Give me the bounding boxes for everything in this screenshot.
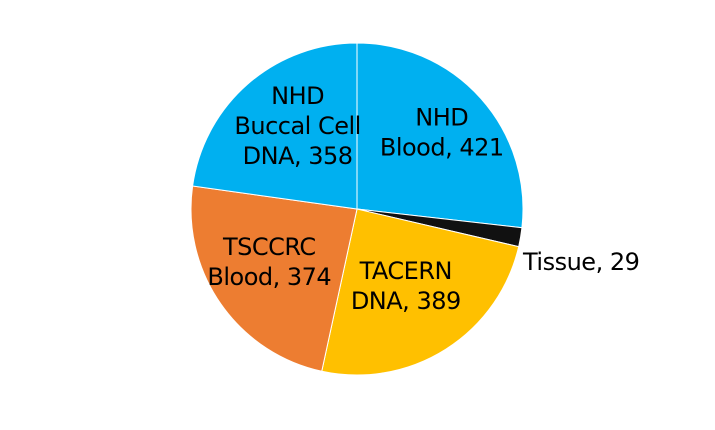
- pie-label-line: TACERN: [359, 257, 452, 285]
- pie-slices: [190, 42, 524, 376]
- pie-label-line: DNA, 389: [351, 287, 461, 315]
- pie-label-line: Tissue, 29: [522, 248, 639, 276]
- pie-label-line: Blood, 374: [207, 263, 331, 291]
- pie-label-line: Blood, 421: [380, 133, 504, 161]
- pie-label-line: NHD: [415, 103, 468, 131]
- pie-label-line: TSCCRC: [222, 233, 316, 261]
- pie-slice-tsccrc-blood: [190, 185, 358, 372]
- pie-label-line: Buccal Cell: [234, 112, 360, 140]
- pie-slice-nhd-blood: [356, 42, 524, 229]
- pie-slice-tacern-dna: [321, 208, 520, 376]
- pie-label-line: DNA, 358: [243, 142, 353, 170]
- pie-slice-nhd-buccal-cell-dna: [192, 42, 358, 210]
- pie-label-line: NHD: [271, 82, 324, 110]
- pie-label-tissue: Tissue, 29: [522, 248, 639, 276]
